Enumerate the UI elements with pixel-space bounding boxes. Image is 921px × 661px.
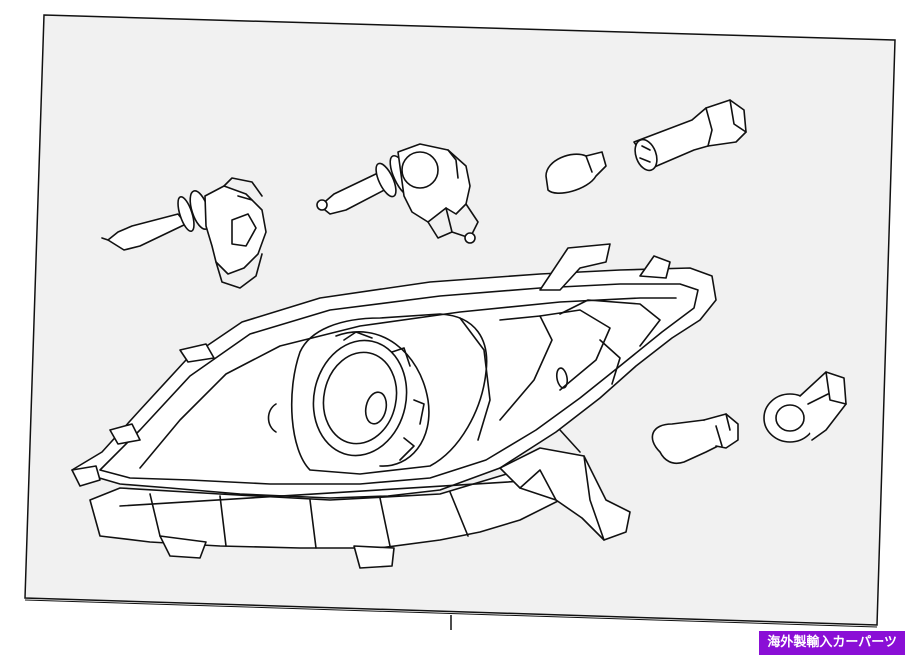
h11-bulb-left xyxy=(101,177,267,289)
small-wedge-bulb xyxy=(545,151,607,194)
panel-bottom-edge xyxy=(24,599,878,628)
round-socket xyxy=(763,371,847,443)
watermark-badge: 海外製輸入カーパーツ xyxy=(759,631,905,655)
h11-bulb-center xyxy=(316,143,479,244)
turn-signal-socket xyxy=(633,99,747,172)
amber-bulb xyxy=(651,413,739,465)
headlamp-assembly xyxy=(71,243,717,569)
